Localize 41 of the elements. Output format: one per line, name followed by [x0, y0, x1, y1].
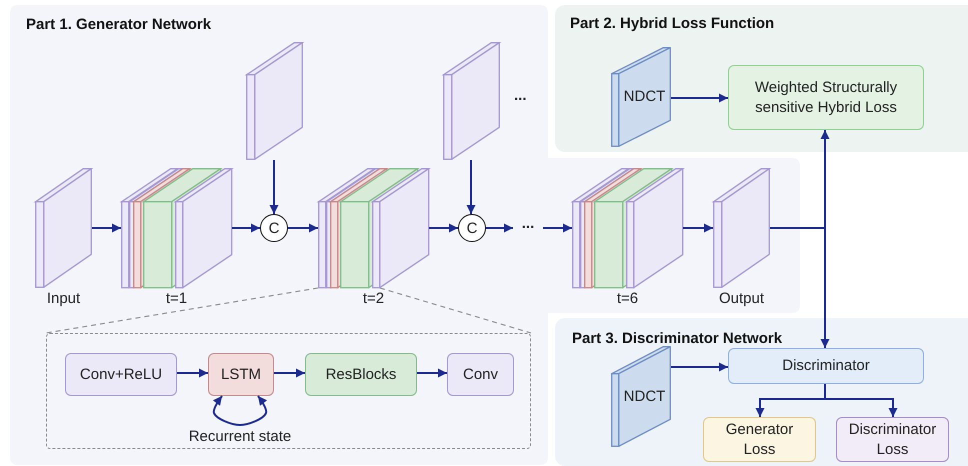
zoom-guide-line [46, 287, 318, 334]
arrow [288, 224, 318, 232]
arrow [177, 368, 208, 378]
panel-title: Part 3. Discriminator Network [572, 330, 782, 347]
panel-title: Part 1. Generator Network [26, 16, 212, 33]
arrow [92, 224, 121, 232]
detail-frame [46, 333, 531, 449]
ellipsis: ... [514, 88, 527, 104]
panel-background [555, 5, 968, 152]
panel-title: Part 2. Hybrid Loss Function [570, 15, 774, 32]
panel-background [555, 318, 968, 466]
layer-label: t=2 [362, 290, 386, 307]
process-box: LSTM [208, 353, 274, 396]
layer-label: Input [46, 290, 82, 307]
arrow [671, 94, 728, 102]
slab-label: NDCT [622, 88, 666, 105]
process-box: Conv+ReLU [65, 353, 177, 396]
process-box: ResBlocks [305, 353, 417, 396]
layer-label: t=1 [164, 290, 188, 307]
arrow [417, 368, 447, 378]
slab-label: NDCT [622, 388, 666, 405]
arrow [466, 160, 476, 214]
arrow [671, 362, 728, 372]
arrow [270, 160, 278, 214]
ellipsis: ... [513, 216, 543, 238]
arrow [212, 395, 268, 426]
arrow [232, 224, 260, 232]
arrow [486, 224, 513, 232]
process-box: Discriminator [728, 348, 924, 384]
arrow [824, 384, 898, 417]
layer-label: t=6 [616, 290, 640, 307]
arrow [543, 224, 572, 232]
zoom-guide-line [380, 287, 532, 334]
process-box: Generator Loss [703, 417, 816, 462]
arrow [683, 224, 713, 232]
process-box: Conv [447, 353, 514, 396]
arrow [274, 368, 305, 378]
process-box: Discriminator Loss [836, 417, 949, 462]
layer-label: Output [718, 290, 766, 307]
process-box: Weighted Structurally sensitive Hybrid Loss [728, 65, 924, 130]
arrow [429, 224, 458, 232]
